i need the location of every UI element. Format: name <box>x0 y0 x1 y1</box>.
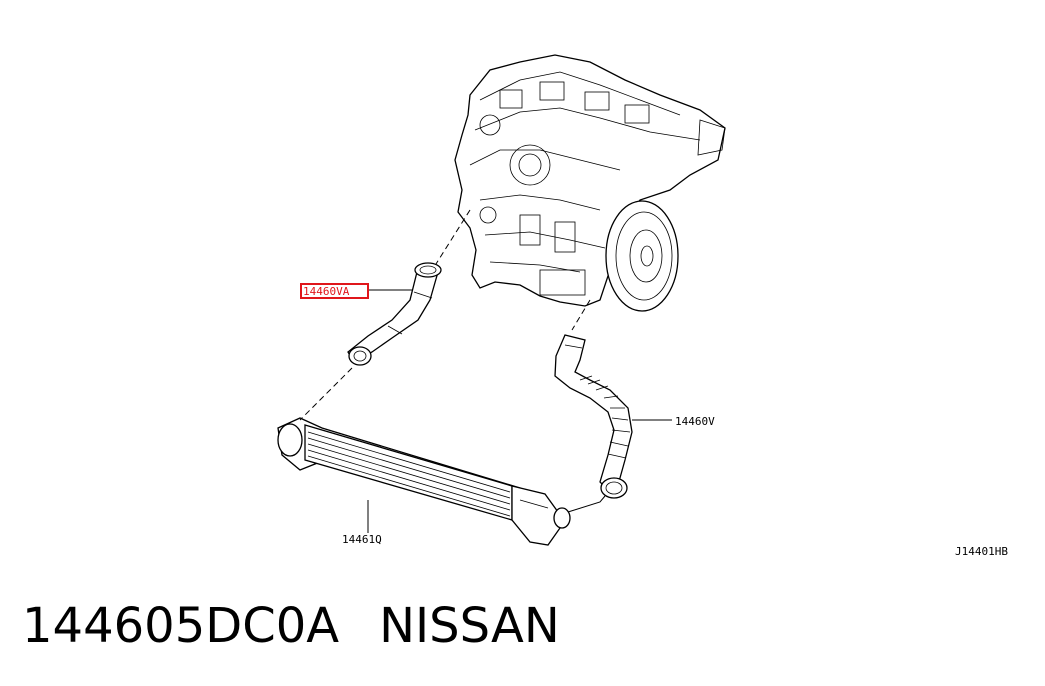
label-14460va[interactable]: 14460VA <box>303 285 350 298</box>
label-14460v[interactable]: 14460V <box>675 415 715 428</box>
connector-lines <box>299 209 672 533</box>
intercooler-14461q <box>277 417 571 546</box>
hose-14460v <box>554 334 633 499</box>
engine-illustration <box>454 54 726 312</box>
part-number: 144605DC0A <box>22 598 340 654</box>
highlight-box <box>300 283 369 299</box>
brand-name: NISSAN <box>379 598 560 654</box>
label-14461q[interactable]: 14461Q <box>342 533 382 546</box>
caption: 144605DC0A NISSAN <box>22 598 560 654</box>
hose-14460va <box>347 262 442 366</box>
diagram-code: J14401HB <box>955 545 1008 558</box>
